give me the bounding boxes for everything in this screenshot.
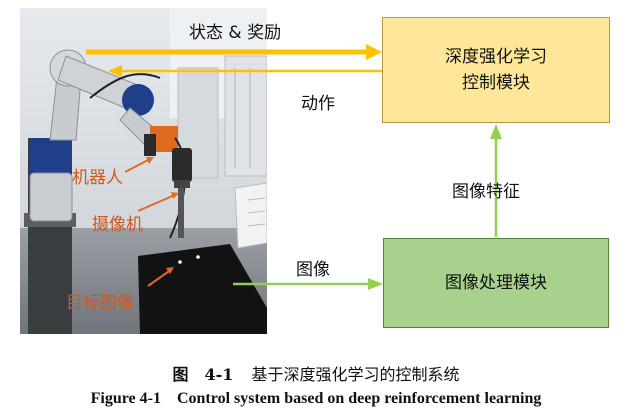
caption-cn-figure-number: 图 4-1	[172, 365, 234, 384]
camera-label: 摄像机	[92, 215, 143, 235]
image-processing-module: 图像处理模块	[383, 238, 609, 328]
drl-module-line2: 控制模块	[462, 73, 530, 93]
state-reward-label: 状态 & 奖励	[189, 23, 282, 43]
caption-cn-title: 基于深度强化学习的控制系统	[251, 365, 460, 384]
drl-control-module: 深度强化学习 控制模块	[382, 17, 610, 123]
caption-en-title: Control system based on deep reinforceme…	[176, 390, 542, 407]
action-label: 动作	[301, 94, 335, 114]
caption-en-figure-number: Figure 4-1	[90, 390, 161, 407]
image-label: 图像	[296, 260, 330, 280]
robot-lab-photo	[20, 8, 267, 334]
target-image-label: 目标图像	[66, 293, 134, 313]
caption-english: Figure 4-1 Control system based on deep r…	[0, 390, 632, 408]
drl-module-line1: 深度强化学习	[445, 47, 547, 67]
robot-label: 机器人	[72, 168, 123, 188]
image-features-label: 图像特征	[452, 182, 520, 202]
caption-chinese: 图 4-1 基于深度强化学习的控制系统	[0, 361, 632, 385]
image-module-label: 图像处理模块	[445, 273, 547, 293]
